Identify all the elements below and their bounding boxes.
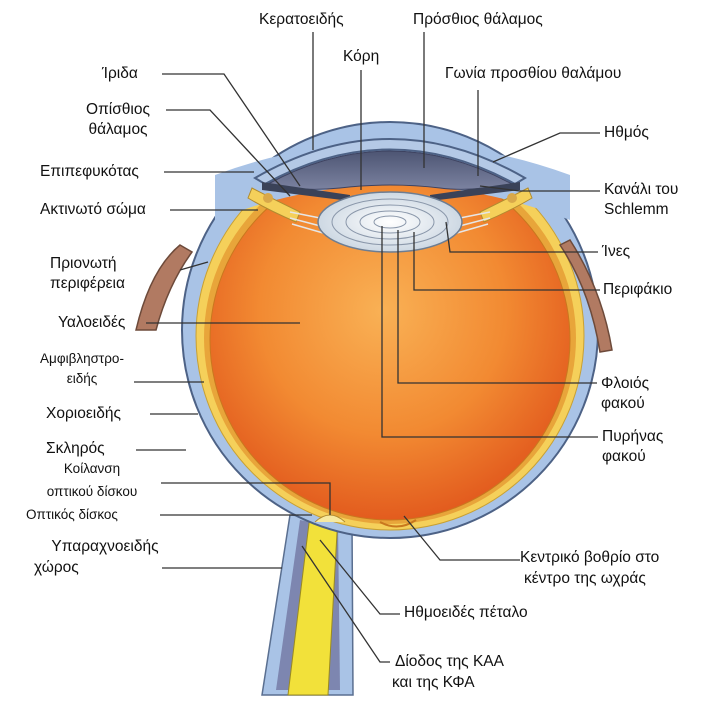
label-retina-2: ειδής [30, 370, 134, 388]
label-schlemm-1: Κανάλι του [604, 180, 678, 200]
label-posterior-chamber-2: θάλαμος [68, 120, 168, 140]
label-ora-serrata-1: Πριονωτή [50, 254, 116, 274]
label-schlemm-2: Schlemm [604, 200, 669, 220]
label-zonules: Ίνες [602, 242, 630, 262]
label-vessels-1: Δίοδος της ΚΑΑ [395, 652, 504, 672]
label-fovea-2: κέντρο της ωχράς [524, 569, 646, 589]
label-ora-serrata-2: περιφέρεια [50, 274, 125, 294]
label-lens-nucleus-1: Πυρήνας [602, 427, 663, 447]
label-vessels-2: και της ΚΦΑ [392, 673, 475, 693]
label-conjunctiva: Επιπεφυκότας [40, 162, 139, 182]
label-subarachnoid-2: χώρος [34, 558, 79, 578]
label-lamina-cribrosa: Ηθμοειδές πέταλο [404, 603, 528, 623]
label-cup-2: οπτικού δίσκου [22, 483, 162, 501]
label-lens-nucleus-2: φακού [602, 447, 646, 467]
lens-shape [318, 192, 462, 252]
label-optic-disc: Οπτικός δίσκος [26, 506, 118, 524]
label-vitreous: Υαλοειδές [58, 313, 125, 333]
label-lens-capsule: Περιφάκιο [603, 280, 672, 300]
label-pupil: Κόρη [343, 47, 379, 67]
label-retina-1: Αμφιβληστρο- [30, 350, 134, 368]
label-lens-cortex-2: φακού [601, 394, 645, 414]
label-cornea: Κερατοειδής [259, 10, 344, 30]
label-posterior-chamber-1: Οπίσθιος [68, 100, 168, 120]
label-iris: Ίριδα [102, 64, 138, 84]
label-lens-cortex-1: Φλοιός [601, 374, 649, 394]
label-ciliary-body: Ακτινωτό σώμα [40, 200, 146, 220]
label-limbus: Ηθμός [604, 123, 649, 143]
label-anterior-chamber: Πρόσθιος θάλαμος [413, 10, 543, 30]
label-anterior-chamber-angle: Γωνία προσθίου θαλάμου [445, 64, 621, 84]
label-sclera: Σκληρός [46, 439, 105, 459]
label-fovea-1: Κεντρικό βοθρίο στο [520, 548, 659, 568]
label-cup-1: Κοίλανση [22, 460, 162, 478]
label-choroid: Χοριοειδής [46, 404, 121, 424]
label-subarachnoid-1: Υπαραχνοειδής [22, 537, 188, 557]
